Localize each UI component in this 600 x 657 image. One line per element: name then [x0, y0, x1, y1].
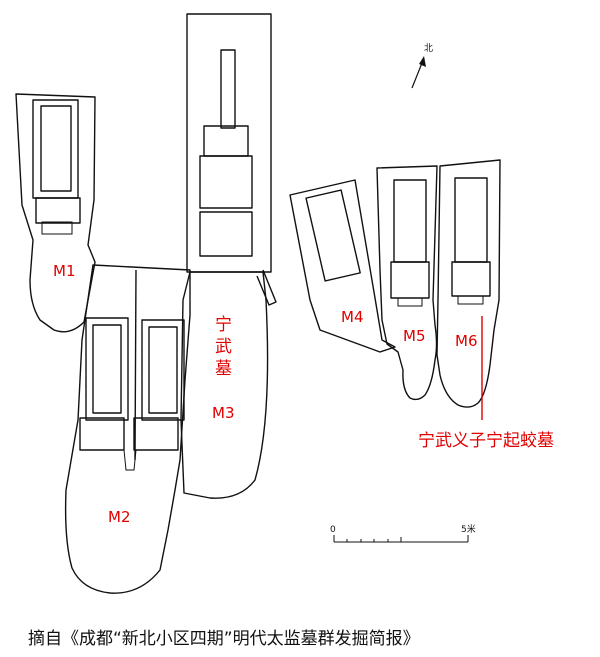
tomb-m3-block-1	[203, 125, 249, 157]
tomb-m2-label: M2	[108, 508, 131, 526]
tomb-m2-east-chamber	[141, 319, 185, 421]
tomb-m1-label: M1	[53, 262, 76, 280]
scale-end: 5米	[461, 523, 476, 535]
tomb-m3-name-1: 宁	[215, 315, 232, 335]
tomb-m1-door	[41, 221, 73, 235]
tomb-m6-label: M6	[455, 332, 478, 350]
tomb-m3: 宁 武 墓 M3	[180, 13, 277, 499]
tomb-m2-west-inner	[92, 324, 122, 414]
tomb-m2-west-block	[79, 417, 125, 451]
scale-bar: 0 5米	[330, 523, 476, 543]
tomb-m4-label: M4	[341, 308, 364, 326]
tomb-m4: M4	[289, 179, 396, 353]
tomb-m3-block-3	[199, 211, 253, 257]
tomb-m1-outline	[15, 93, 96, 333]
tomb-annotation: 宁武义子宁起蛟墓	[418, 431, 554, 451]
tomb-m1-block	[35, 197, 81, 224]
tomb-m5-label: M5	[403, 327, 426, 345]
tomb-m3-label: M3	[212, 404, 235, 422]
tomb-m4-chamber	[305, 189, 361, 282]
tomb-m3-outline	[180, 271, 269, 499]
tomb-m6: M6	[436, 159, 501, 420]
tomb-m6-chamber	[454, 177, 488, 263]
tomb-m3-name-3: 墓	[215, 359, 232, 379]
tomb-m3-spur	[256, 269, 277, 306]
tomb-m1: M1	[15, 93, 96, 333]
tomb-m3-block-2	[199, 155, 253, 209]
tomb-m4-outline	[289, 179, 396, 353]
north-arrow: 北	[411, 43, 433, 89]
tomb-m2-east-block	[133, 417, 179, 451]
source-caption: 摘自《成都“新北小区四期”明代太监墓群发掘简报》	[28, 629, 420, 649]
tomb-m5-door	[397, 297, 423, 307]
tomb-m5-chamber	[393, 179, 427, 263]
scale-zero: 0	[330, 525, 336, 535]
tomb-m2-west-chamber	[85, 317, 129, 421]
tomb-m3-shaft	[220, 49, 236, 129]
tomb-m2: M2	[64, 264, 191, 594]
tomb-m2-east-inner	[148, 326, 178, 414]
tomb-m6-block	[451, 261, 491, 297]
tomb-m6-door	[457, 295, 484, 305]
tomb-m2-outline	[64, 264, 191, 594]
tomb-m5-block	[390, 261, 430, 299]
tomb-m5: M5	[376, 165, 438, 401]
tomb-m5-outline	[376, 165, 438, 401]
tomb-m2-divider	[134, 269, 137, 461]
tomb-m3-name-2: 武	[215, 337, 232, 357]
tomb-plan-diagram: M1 M2 宁 武 墓 M3 M4 M5	[15, 13, 554, 594]
tomb-m6-outline	[436, 159, 501, 408]
tomb-m1-inner	[40, 105, 72, 192]
tomb-m2-passage	[123, 449, 137, 471]
north-arrow-label: 北	[424, 43, 433, 54]
